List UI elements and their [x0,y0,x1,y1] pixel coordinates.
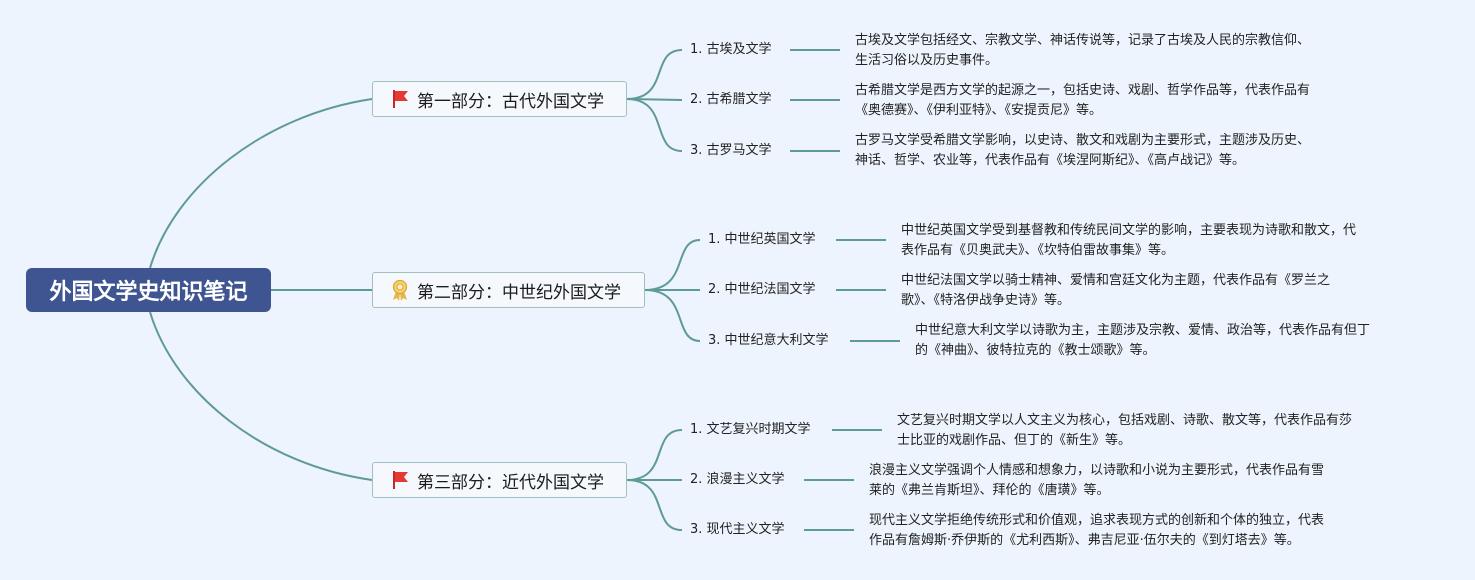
description-renaissance: 文艺复兴时期文学以人文主义为核心，包括戏剧、诗歌、散文等，代表作品有莎 士比亚的… [897,411,1402,451]
red-flag-icon [389,469,411,491]
subtopic-rome[interactable]: 3. 古罗马文学 [690,143,772,158]
description-greece: 古希腊文学是西方文学的起源之一，包括史诗、戏剧、哲学作品等，代表作品有 《奥德赛… [855,81,1360,121]
description-medieval-france: 中世纪法国文学以骑士精神、爱情和宫廷文化为主题，代表作品有《罗兰之 歌》、《特洛… [901,271,1406,311]
branch2-connector-3 [644,289,701,342]
description-rome: 古罗马文学受希腊文学影响，以史诗、散文和戏剧为主要形式，主题涉及历史、 神话、哲… [855,131,1360,171]
branch-label: 第三部分：近代外国文学 [417,472,604,493]
subtopic-egypt[interactable]: 1. 古埃及文学 [690,42,772,57]
subtopic-modernism[interactable]: 3. 现代主义文学 [690,522,785,537]
description-modernism: 现代主义文学拒绝传统形式和价值观，追求表现方式的创新和个体的独立，代表 作品有詹… [869,511,1374,551]
description-line: 神话、哲学、农业等，代表作品有《埃涅阿斯纪》、《高卢战记》等。 [855,153,1246,168]
subtopic-greece[interactable]: 2. 古希腊文学 [690,92,772,107]
description-line: 作品有詹姆斯·乔伊斯的《尤利西斯》、弗吉尼亚·伍尔夫的《到灯塔去》等。 [869,533,1300,548]
description-line: 古埃及文学包括经文、宗教文学、神话传说等，记录了古埃及人民的宗教信仰、 [855,33,1311,48]
branch2-connector-1 [644,239,701,291]
branch1-connector-1 [626,49,683,100]
description-line: 古罗马文学受希腊文学影响，以史诗、散文和戏剧为主要形式，主题涉及历史、 [855,133,1311,148]
award-ribbon-icon [389,279,411,301]
description-medieval-england: 中世纪英国文学受到基督教和传统民间文学的影响，主要表现为诗歌和散文，代 表作品有… [901,221,1406,261]
branch-label: 第一部分：古代外国文学 [417,91,604,112]
description-line: 古希腊文学是西方文学的起源之一，包括史诗、戏剧、哲学作品等，代表作品有 [855,83,1311,98]
root-title: 外国文学史知识笔记 [49,280,248,305]
red-flag-icon [389,88,411,110]
subtopic-romanticism[interactable]: 2. 浪漫主义文学 [690,472,785,487]
description-medieval-italy: 中世纪意大利文学以诗歌为主，主题涉及宗教、爱情、政治等，代表作品有但丁 的《神曲… [915,321,1435,361]
description-line: 的《神曲》、彼特拉克的《教士颂歌》等。 [915,343,1156,358]
description-line: 士比亚的戏剧作品、但丁的《新生》等。 [897,433,1132,448]
root-connector-1 [149,98,373,269]
root-topic[interactable]: 外国文学史知识笔记 [26,268,271,312]
root-connector-3 [149,311,373,481]
subtopic-medieval-france[interactable]: 2. 中世纪法国文学 [708,282,816,297]
description-line: 现代主义文学拒绝传统形式和价值观，追求表现方式的创新和个体的独立，代表 [869,513,1325,528]
description-line: 中世纪英国文学受到基督教和传统民间文学的影响，主要表现为诗歌和散文，代 [901,223,1357,238]
description-line: 歌》、《特洛伊战争史诗》等。 [901,293,1071,308]
branch-label: 第二部分：中世纪外国文学 [417,282,621,303]
branch-modern[interactable]: 第三部分：近代外国文学 [372,462,627,498]
description-romanticism: 浪漫主义文学强调个人情感和想象力，以诗歌和小说为主要形式，代表作品有雪 莱的《弗… [869,461,1374,501]
subtopic-medieval-italy[interactable]: 3. 中世纪意大利文学 [708,333,829,348]
description-line: 文艺复兴时期文学以人文主义为核心，包括戏剧、诗歌、散文等，代表作品有莎 [897,413,1353,428]
description-line: 莱的《弗兰肯斯坦》、拜伦的《唐璜》等。 [869,483,1110,498]
description-line: 浪漫主义文学强调个人情感和想象力，以诗歌和小说为主要形式，代表作品有雪 [869,463,1325,478]
description-line: 中世纪意大利文学以诗歌为主，主题涉及宗教、爱情、政治等，代表作品有但丁 [915,323,1371,338]
description-line: 《奥德赛》、《伊利亚特》、《安提贡尼》等。 [855,103,1103,118]
subtopic-medieval-england[interactable]: 1. 中世纪英国文学 [708,232,816,247]
description-line: 中世纪法国文学以骑士精神、爱情和宫廷文化为主题，代表作品有《罗兰之 [901,273,1331,288]
description-line: 生活习俗以及历史事件。 [855,53,999,68]
description-line: 表作品有《贝奥武夫》、《坎特伯雷故事集》等。 [901,243,1175,258]
branch1-connector-3 [626,98,683,152]
branch3-connector-1 [626,429,683,481]
branch-ancient[interactable]: 第一部分：古代外国文学 [372,81,627,117]
description-egypt: 古埃及文学包括经文、宗教文学、神话传说等，记录了古埃及人民的宗教信仰、 生活习俗… [855,31,1360,71]
branch3-connector-3 [626,479,683,531]
branch-medieval[interactable]: 第二部分：中世纪外国文学 [372,272,645,308]
subtopic-renaissance[interactable]: 1. 文艺复兴时期文学 [690,422,811,437]
